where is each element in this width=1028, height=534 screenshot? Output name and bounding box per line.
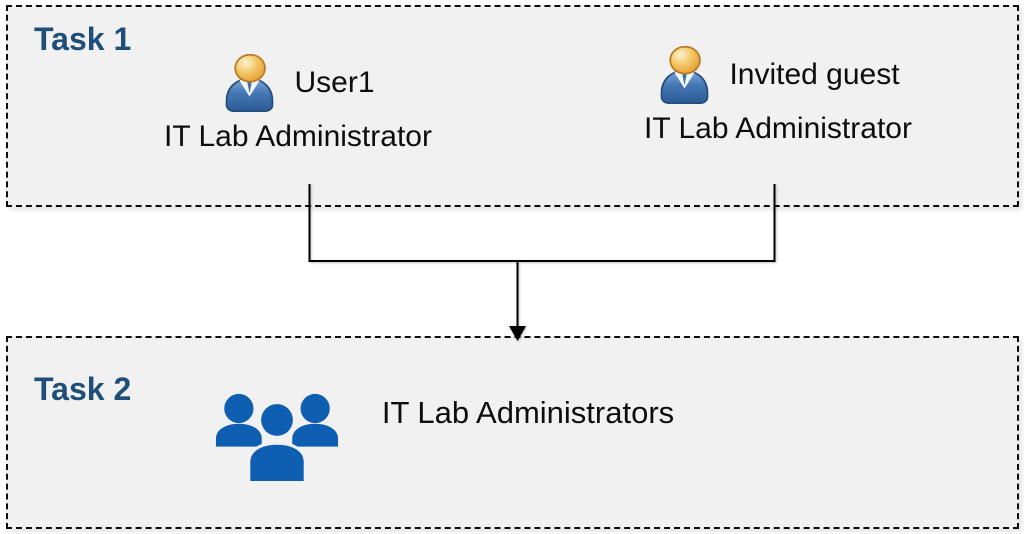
member-role: IT Lab Administrator (644, 112, 912, 145)
member-user1: User1 IT Lab Administrator (108, 53, 488, 154)
member-invited-guest-row: Invited guest (656, 45, 900, 105)
task2-label: Task 2 (34, 371, 132, 407)
member-user1-row: User1 (221, 53, 375, 113)
task2-box: Task 2 IT Lab Administrators (6, 336, 1019, 529)
member-name: User1 (294, 66, 375, 99)
people-group-icon (215, 393, 339, 481)
member-invited-guest: Invited guest IT Lab Administrator (578, 45, 978, 146)
person-icon (661, 45, 709, 104)
task1-label: Task 1 (34, 21, 132, 57)
member-name: Invited guest (729, 58, 900, 91)
group-name: IT Lab Administrators (381, 395, 675, 430)
person-icon (226, 53, 274, 112)
task1-box: Task 1 User1 IT Lab Administrator (6, 5, 1019, 207)
member-role: IT Lab Administrator (164, 120, 432, 153)
